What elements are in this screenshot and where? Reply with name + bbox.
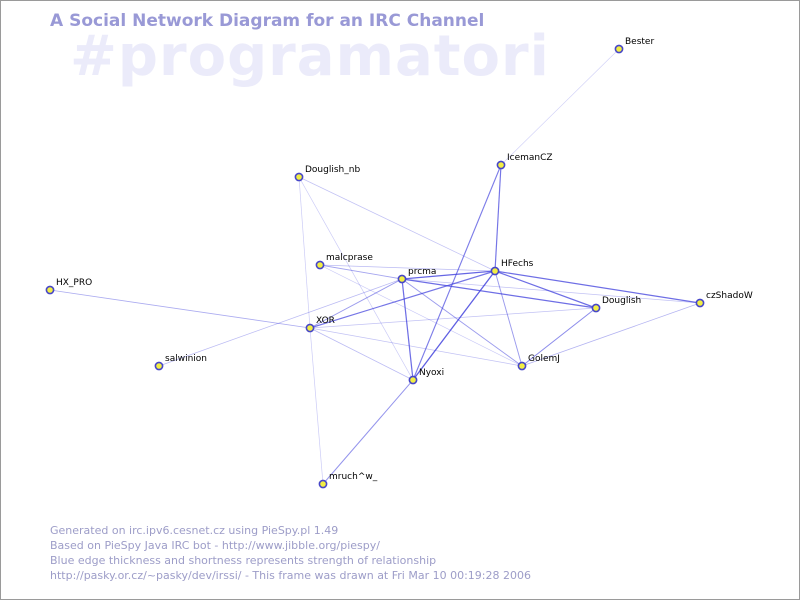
node-malcprase: [315, 260, 325, 270]
edge-douglish-xor: [309, 307, 597, 329]
edge-layer: [49, 48, 701, 485]
label-layer: BesterIcemanCZDouglish_nbmalcpraseprcmaH…: [56, 37, 753, 482]
node-prcma: [397, 274, 407, 284]
node-label-czshadow: czShadoW: [706, 291, 753, 301]
node-label-hx-pro: HX_PRO: [56, 278, 92, 288]
node-nyoxi: [408, 375, 418, 385]
node-label-nyoxi: Nyoxi: [419, 368, 444, 378]
edge-czshadow-golemj: [521, 302, 701, 367]
edge-nyoxi-mruch-w: [322, 379, 414, 485]
edge-icemancz-hfechs: [494, 164, 502, 272]
node-golemj: [517, 361, 527, 371]
edge-xor-mruch-w: [309, 327, 324, 485]
node-label-salwinion: salwinion: [165, 354, 207, 364]
node-label-golemj: GolemJ: [528, 354, 560, 364]
footer-based-on: Based on PieSpy Java IRC bot - http://ww…: [50, 539, 380, 552]
node-label-bester: Bester: [625, 37, 654, 47]
node-icemancz: [496, 160, 506, 170]
edge-hx-pro-xor: [49, 289, 311, 329]
edge-douglish-golemj: [521, 307, 597, 367]
node-layer: [45, 44, 705, 489]
edge-hfechs-xor: [309, 270, 496, 329]
node-douglish-nb: [294, 172, 304, 182]
node-label-icemancz: IcemanCZ: [507, 153, 553, 163]
edge-malcprase-golemj: [319, 264, 523, 367]
edge-douglish-nb-nyoxi: [298, 176, 414, 381]
channel-watermark: #programatori: [70, 24, 550, 89]
edge-douglish-nb-hfechs: [298, 176, 496, 272]
edge-prcma-salwinion: [158, 278, 403, 367]
edge-hfechs-douglish: [494, 270, 597, 309]
node-czshadow: [695, 298, 705, 308]
footer-drawn-at: http://pasky.or.cz/~pasky/dev/irssi/ - T…: [50, 569, 531, 582]
node-xor: [305, 323, 315, 333]
node-hx-pro: [45, 285, 55, 295]
node-label-hfechs: HFechs: [501, 259, 534, 269]
node-mruch-w: [318, 479, 328, 489]
node-label-xor: XOR: [316, 316, 335, 326]
edge-prcma-nyoxi: [401, 278, 414, 381]
edge-xor-nyoxi: [309, 327, 414, 381]
edge-douglish-nb-xor: [298, 176, 311, 329]
node-label-douglish-nb: Douglish_nb: [305, 165, 360, 175]
node-salwinion: [154, 361, 164, 371]
diagram-title: A Social Network Diagram for an IRC Chan…: [50, 11, 485, 31]
edge-prcma-xor: [309, 278, 403, 329]
node-label-douglish: Douglish: [602, 296, 641, 306]
edge-malcprase-hfechs: [319, 264, 496, 272]
edge-prcma-hfechs: [401, 270, 496, 280]
node-label-mruch-w: mruch^w_: [329, 472, 378, 482]
node-douglish: [591, 303, 601, 313]
edge-xor-golemj: [309, 327, 523, 367]
edge-prcma-golemj: [401, 278, 523, 367]
edge-hfechs-czshadow: [494, 270, 701, 304]
footer-generated: Generated on irc.ipv6.cesnet.cz using Pi…: [50, 524, 339, 537]
node-bester: [614, 44, 624, 54]
edge-prcma-douglish: [401, 278, 597, 309]
edge-icemancz-nyoxi: [412, 164, 502, 381]
node-hfechs: [490, 266, 500, 276]
edge-bester-icemancz: [500, 48, 620, 166]
node-label-prcma: prcma: [408, 267, 436, 277]
node-label-malcprase: malcprase: [326, 253, 373, 263]
footer-legend-note: Blue edge thickness and shortness repres…: [50, 554, 437, 567]
edge-hfechs-nyoxi: [412, 270, 496, 381]
edge-hfechs-golemj: [494, 270, 523, 367]
edge-malcprase-prcma: [319, 264, 403, 280]
